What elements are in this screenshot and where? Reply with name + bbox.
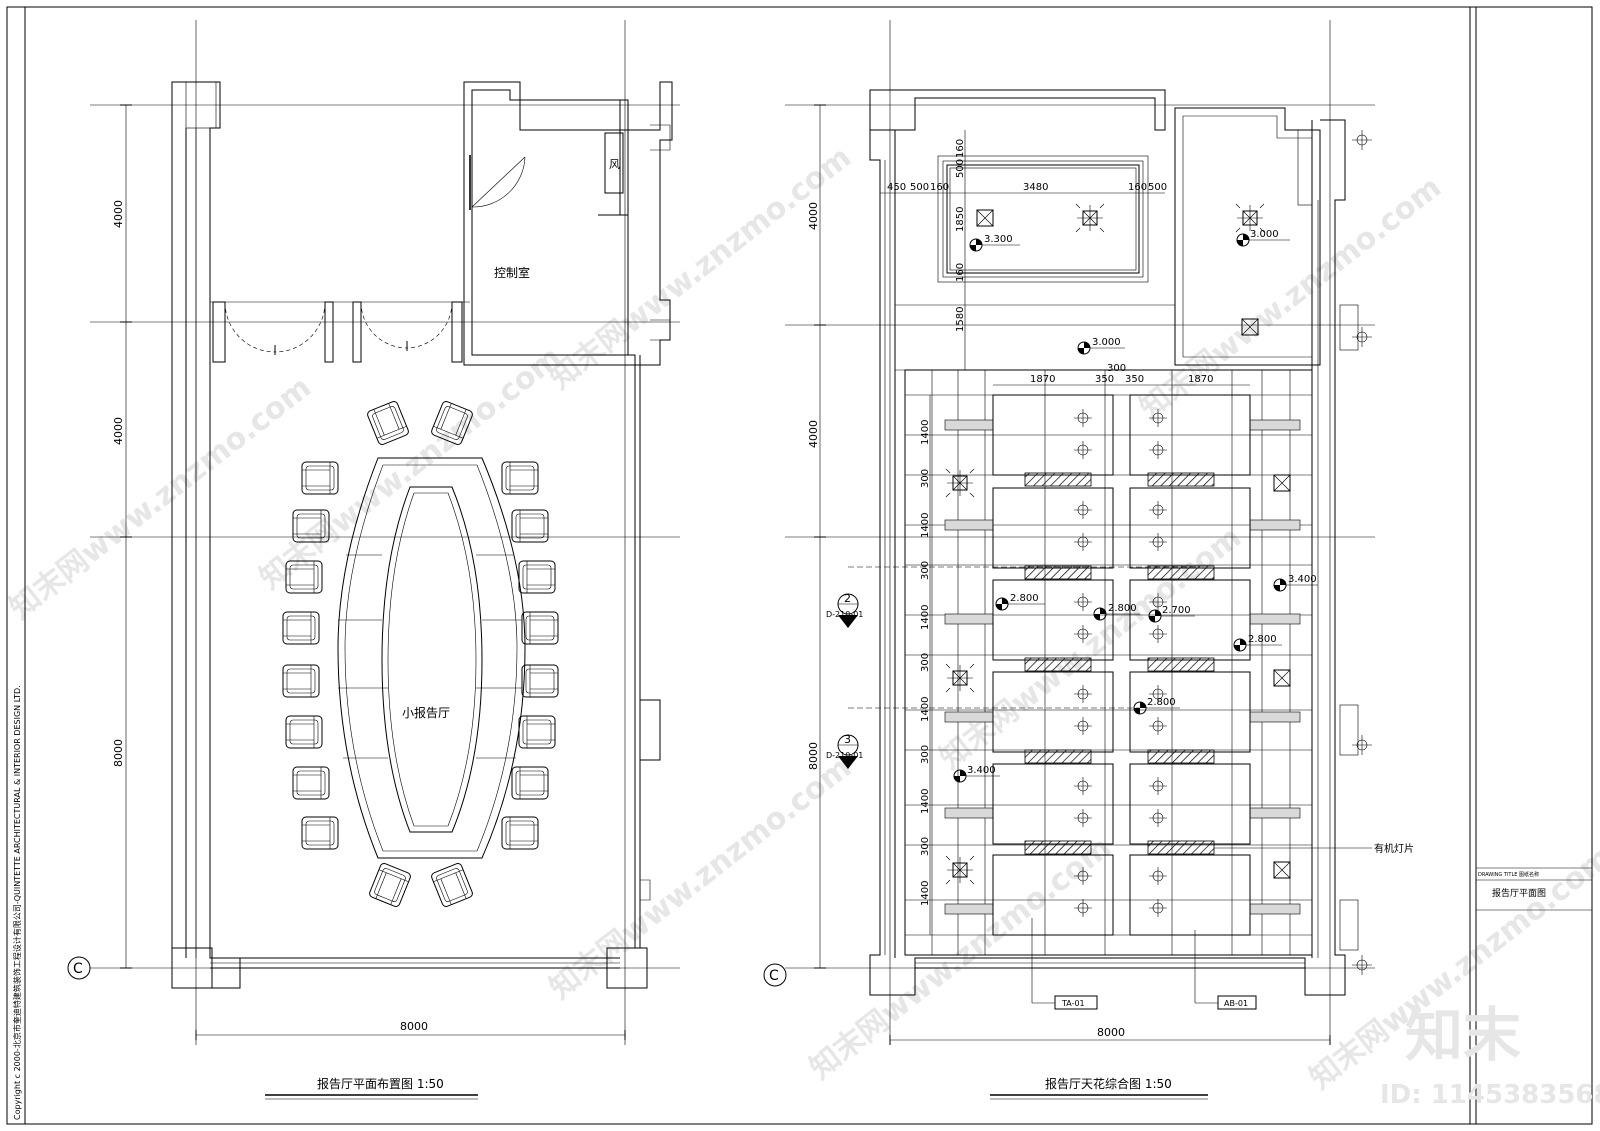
dim-r1400-2: 1400 xyxy=(920,513,931,538)
dim-r1400-3: 1400 xyxy=(920,605,931,630)
level-mark-8: 2.800 xyxy=(1147,697,1176,708)
ceiling-grid xyxy=(905,370,1312,955)
dim-top-c: 160 xyxy=(930,182,949,193)
dim-left-1: 4000 xyxy=(112,200,125,228)
level-mark-6: 2.700 xyxy=(1162,605,1191,616)
dim-top-d: 3480 xyxy=(1023,182,1048,193)
dim-right-3: 8000 xyxy=(807,742,820,770)
dim-r1400-4: 1400 xyxy=(920,697,931,722)
level-mark-10: 3.400 xyxy=(967,765,996,776)
dim-top-e: 160 xyxy=(1128,182,1147,193)
dim-top-b: 500 xyxy=(910,182,929,193)
watermark-site-7: 知末网www.znzmo.com xyxy=(1133,170,1448,427)
axis-bubble-right xyxy=(763,963,787,987)
dim-top-f: 500 xyxy=(1148,182,1167,193)
material-tag-ta01 xyxy=(1054,995,1098,1010)
dim-g1870a: 1870 xyxy=(1030,374,1055,385)
dim-v-5: 1580 xyxy=(955,307,966,332)
axis-bubble-left xyxy=(67,956,91,980)
section-2-ref: D-210-01 xyxy=(826,610,863,619)
hatched-light-strips xyxy=(1024,472,1215,855)
dim-v-1: 160 xyxy=(955,139,966,158)
conference-table xyxy=(337,457,526,859)
dim-r1400-1: 1400 xyxy=(920,420,931,445)
dim-r300-2: 300 xyxy=(920,561,931,580)
watermark-id: ID: 1145383568 xyxy=(1380,1080,1600,1110)
side-light-troughs xyxy=(944,419,1301,915)
dim-left-2: 4000 xyxy=(112,417,125,445)
watermark-brand: 知末 xyxy=(1405,1001,1521,1069)
dim-r300-5: 300 xyxy=(920,837,931,856)
level-mark-3: 3.000 xyxy=(1092,337,1121,348)
section-3-number: 3 xyxy=(844,733,851,746)
level-mark-2: 3.000 xyxy=(1250,229,1279,240)
duct-label: 风 xyxy=(609,158,620,171)
ceiling-plan: 4000 4000 8000 8000 C 3.000 xyxy=(763,20,1414,1100)
axis-label-left: C xyxy=(73,961,83,977)
dim-v-2: 500 xyxy=(955,159,966,178)
dim-r300-3: 300 xyxy=(920,653,931,672)
floor-plan: 4000 4000 8000 8000 C 风 xyxy=(67,20,680,1100)
dim-right-width: 8000 xyxy=(1097,1026,1125,1039)
dim-top-a: 450 xyxy=(887,182,906,193)
dim-g300: 300 xyxy=(1107,363,1126,374)
dim-right-1: 4000 xyxy=(807,202,820,230)
level-mark-1: 3.300 xyxy=(984,234,1013,245)
dim-v-3: 1850 xyxy=(955,207,966,232)
copyright-text: Copyright c 2000-北京市奎迪特建筑装饰工程设计有限公司-QUIN… xyxy=(12,685,22,1120)
control-room-label: 控制室 xyxy=(494,265,530,280)
watermark-layer: 知末网www.znzmo.com 知末网www.znzmo.com 知末网www… xyxy=(3,140,1600,1097)
level-mark-7: 2.800 xyxy=(1248,634,1277,645)
material-tag-ta01-text: TA-01 xyxy=(1061,999,1085,1008)
material-tag-ab01 xyxy=(1217,995,1257,1010)
dim-left-width: 8000 xyxy=(400,1020,428,1033)
watermark-site-3: 知末网www.znzmo.com xyxy=(543,140,858,397)
left-drawing-title: 报告厅平面布置图 1:50 xyxy=(317,1076,444,1091)
title-block-label: DRAWING TITLE 图纸名称 xyxy=(1478,871,1539,878)
dim-left-3: 8000 xyxy=(112,739,125,767)
dim-right-2: 4000 xyxy=(807,420,820,448)
material-tag-ab01-text: AB-01 xyxy=(1224,999,1248,1008)
title-block-drawing-title: 报告厅平面图 xyxy=(1492,887,1546,899)
level-mark-4: 2.800 xyxy=(1010,593,1039,604)
sheet-border xyxy=(6,6,1593,1125)
dim-r1400-5: 1400 xyxy=(920,789,931,814)
level-mark-9: 3.400 xyxy=(1288,574,1317,585)
organic-light-panel-note: 有机灯片 xyxy=(1374,842,1414,855)
hall-label: 小报告厅 xyxy=(402,705,450,720)
dim-g1870b: 1870 xyxy=(1188,374,1213,385)
dim-g350b: 350 xyxy=(1125,374,1144,385)
watermark-site-5: 知末网www.znzmo.com xyxy=(933,520,1248,777)
dim-r300-1: 300 xyxy=(920,469,931,488)
level-mark-5: 2.800 xyxy=(1108,603,1137,614)
dim-v-4: 160 xyxy=(955,263,966,282)
dim-r1400-6: 1400 xyxy=(920,881,931,906)
right-drawing-title: 报告厅天花综合图 1:50 xyxy=(1045,1076,1172,1091)
dim-r300-4: 300 xyxy=(920,745,931,764)
axis-label-right: C xyxy=(769,968,779,984)
dim-g350a: 350 xyxy=(1095,374,1114,385)
section-2-number: 2 xyxy=(844,592,851,605)
section-3-ref: D-210-01 xyxy=(826,751,863,760)
